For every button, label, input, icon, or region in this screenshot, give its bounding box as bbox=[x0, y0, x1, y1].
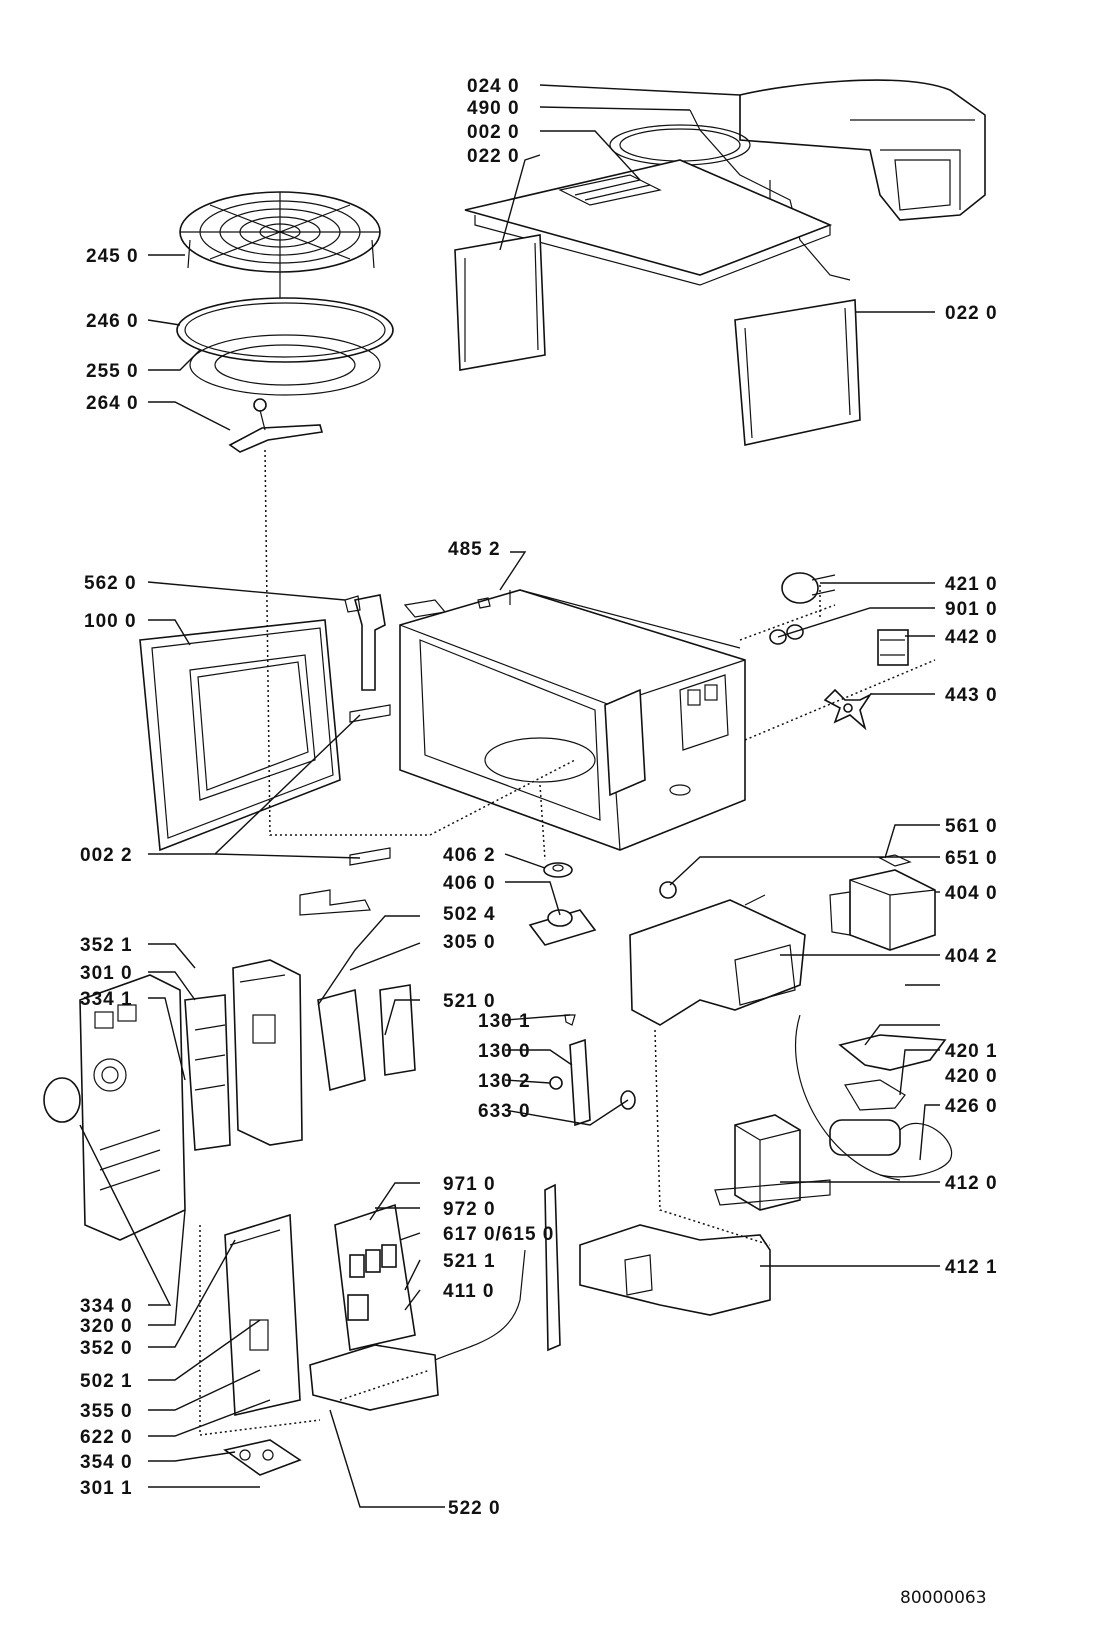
door-seal-strip-part bbox=[544, 1183, 561, 1352]
label-404-0: 404 0 bbox=[945, 883, 998, 904]
assembly-guide-lines bbox=[199, 449, 936, 1436]
cavity-housing-part bbox=[399, 589, 746, 851]
label-002-2: 002 2 bbox=[80, 845, 133, 866]
label-404-2: 404 2 bbox=[945, 946, 998, 967]
relay-board-part bbox=[317, 984, 416, 1092]
turntable-coupler-part bbox=[228, 398, 324, 453]
label-130-1: 130 1 bbox=[478, 1011, 531, 1032]
turntable-motor-part bbox=[528, 909, 597, 946]
part-labels: 024 0 490 0 002 0 022 0 245 0 246 0 255 … bbox=[80, 76, 998, 1608]
label-411-0: 411 0 bbox=[443, 1281, 495, 1302]
label-420-0: 420 0 bbox=[945, 1066, 998, 1087]
label-651-0: 651 0 bbox=[945, 848, 998, 869]
label-420-1: 420 1 bbox=[945, 1041, 998, 1062]
hinge-bracket-part bbox=[344, 594, 386, 691]
interlock-parts bbox=[549, 1014, 636, 1127]
label-442-0: 442 0 bbox=[945, 627, 998, 648]
label-002-0: 002 0 bbox=[467, 122, 520, 143]
label-901-0: 901 0 bbox=[945, 599, 998, 620]
label-485-2: 485 2 bbox=[448, 539, 501, 560]
label-412-1: 412 1 bbox=[945, 1257, 998, 1278]
capacitor-part bbox=[795, 1014, 953, 1181]
keypad-part bbox=[184, 994, 231, 1151]
transformer-part bbox=[714, 1114, 831, 1211]
label-521-0: 521 0 bbox=[443, 991, 496, 1012]
label-305-0: 305 0 bbox=[443, 932, 496, 953]
switch-cluster-part bbox=[223, 1439, 302, 1476]
label-521-1: 521 1 bbox=[443, 1251, 496, 1272]
small-bracket-parts bbox=[299, 597, 491, 916]
label-622-0: 622 0 bbox=[80, 1427, 133, 1448]
label-255-0: 255 0 bbox=[86, 361, 139, 382]
label-130-2: 130 2 bbox=[478, 1071, 531, 1092]
label-264-0: 264 0 bbox=[86, 393, 139, 414]
label-971-0: 971 0 bbox=[443, 1174, 496, 1195]
side-shield-left-part bbox=[454, 234, 546, 371]
label-352-1: 352 1 bbox=[80, 935, 133, 956]
top-plate-part bbox=[464, 159, 833, 286]
glass-turntable-part bbox=[176, 297, 394, 363]
power-board-part bbox=[334, 1203, 416, 1351]
label-502-1: 502 1 bbox=[80, 1371, 133, 1392]
label-352-0: 352 0 bbox=[80, 1338, 133, 1359]
waveguide-bracket-part bbox=[629, 881, 806, 1026]
connector-board-part bbox=[309, 1249, 526, 1411]
label-562-0: 562 0 bbox=[84, 573, 137, 594]
label-426-0: 426 0 bbox=[945, 1096, 998, 1117]
label-334-0: 334 0 bbox=[80, 1296, 133, 1317]
label-301-1: 301 1 bbox=[80, 1478, 133, 1499]
label-354-0: 354 0 bbox=[80, 1452, 133, 1473]
fan-blade-part bbox=[823, 688, 873, 731]
label-412-0: 412 0 bbox=[945, 1173, 998, 1194]
knob-part bbox=[43, 1077, 81, 1123]
label-024-0: 024 0 bbox=[467, 76, 520, 97]
lamp-part bbox=[781, 572, 836, 604]
label-561-0: 561 0 bbox=[945, 816, 998, 837]
thermal-fuse-part bbox=[878, 854, 912, 867]
magnetron-part bbox=[829, 869, 936, 951]
outer-cover-part bbox=[739, 79, 986, 221]
label-502-4: 502 4 bbox=[443, 904, 496, 925]
label-406-0: 406 0 bbox=[443, 873, 496, 894]
side-shield-right-part bbox=[734, 299, 861, 446]
spacer-part bbox=[543, 862, 573, 878]
label-490-0: 490 0 bbox=[467, 98, 520, 119]
main-board-part bbox=[224, 1213, 301, 1416]
label-355-0: 355 0 bbox=[80, 1401, 133, 1422]
label-301-0: 301 0 bbox=[80, 963, 133, 984]
drawing-number: 80000063 bbox=[900, 1588, 987, 1608]
fan-motor-part bbox=[877, 629, 909, 666]
leader-lines bbox=[79, 84, 940, 1508]
label-617-0-615-0: 617 0/615 0 bbox=[443, 1224, 554, 1245]
label-334-1: 334 1 bbox=[80, 989, 133, 1010]
label-972-0: 972 0 bbox=[443, 1199, 496, 1220]
label-130-0: 130 0 bbox=[478, 1041, 531, 1062]
label-246-0: 246 0 bbox=[86, 311, 139, 332]
label-421-0: 421 0 bbox=[945, 574, 998, 595]
roller-ring-part bbox=[189, 334, 381, 396]
display-board-part bbox=[232, 959, 303, 1146]
label-406-2: 406 2 bbox=[443, 845, 496, 866]
label-022-0-top: 022 0 bbox=[467, 146, 520, 167]
label-022-0-right: 022 0 bbox=[945, 303, 998, 324]
grill-rack-part bbox=[179, 191, 381, 300]
label-522-0: 522 0 bbox=[448, 1498, 501, 1519]
capacitor-bracket-parts bbox=[838, 1034, 947, 1111]
label-245-0: 245 0 bbox=[86, 246, 139, 267]
label-443-0: 443 0 bbox=[945, 685, 998, 706]
door-part bbox=[139, 619, 341, 852]
label-633-0: 633 0 bbox=[478, 1101, 531, 1122]
label-320-0: 320 0 bbox=[80, 1316, 133, 1337]
label-100-0: 100 0 bbox=[84, 611, 137, 632]
base-panel-part bbox=[579, 1224, 771, 1316]
